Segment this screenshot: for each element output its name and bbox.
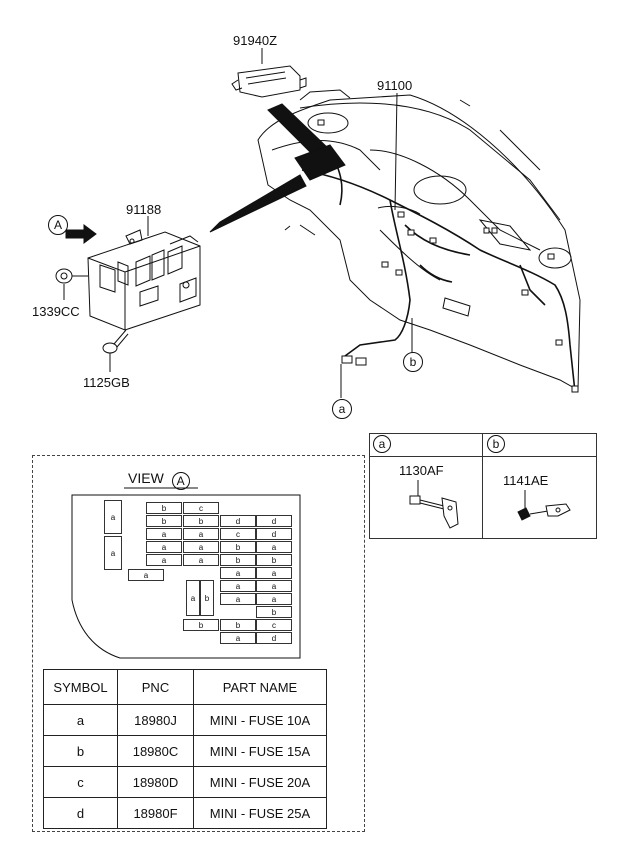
fuse-cell: d [256, 632, 292, 644]
view-title: VIEW A [128, 470, 190, 490]
view-a-panel [32, 455, 365, 832]
table-cell-part-name: MINI - FUSE 25A [193, 797, 327, 829]
detail-part-1141ae: 1141AE [503, 473, 549, 488]
table-header-symbol: SYMBOL [43, 669, 118, 705]
fuse-cell: a [256, 580, 292, 592]
fuse-cell: b [220, 619, 256, 631]
table-cell-part-name: MINI - FUSE 20A [193, 766, 327, 798]
sensor-module-icon [231, 65, 307, 98]
fuse-cell: a [146, 541, 182, 553]
junction-box-icon [87, 229, 201, 331]
table-cell-pnc: 18980C [117, 735, 194, 767]
table-cell-symbol: a [43, 704, 118, 736]
fuse-cell: a [183, 554, 219, 566]
bolt-icon [102, 329, 129, 354]
fuse-cell: a [220, 580, 256, 592]
nut-icon [55, 268, 88, 284]
fuse-cell: d [256, 528, 292, 540]
fuse-cell-tall: a [104, 500, 122, 534]
fuse-parts-table: SYMBOL PNC PART NAME a 18980J MINI - FUS… [43, 669, 327, 829]
detail-symbol-b: b [487, 435, 505, 453]
fuse-cell: b [256, 554, 292, 566]
fuse-cell: a [146, 554, 182, 566]
connector-marker-b: b [403, 352, 423, 372]
fuse-cell: b [220, 541, 256, 553]
table-header-row: SYMBOL PNC PART NAME [43, 669, 327, 705]
fuse-cell: b [183, 515, 219, 527]
fuse-cell: b [146, 502, 182, 514]
view-title-marker: A [171, 472, 190, 490]
detail-illustrations [409, 480, 571, 529]
fuse-cell: a [220, 632, 256, 644]
detail-symbol-a: a [373, 435, 391, 453]
callout-1125gb: 1125GB [83, 375, 130, 390]
harness-tape-icon [209, 174, 307, 233]
fuse-cell: a [183, 528, 219, 540]
table-cell-part-name: MINI - FUSE 15A [193, 735, 327, 767]
table-cell-part-name: MINI - FUSE 10A [193, 704, 327, 736]
connector-marker-a: a [332, 399, 352, 419]
table-cell-pnc: 18980F [117, 797, 194, 829]
fuse-cell: a [256, 541, 292, 553]
fuse-cell: a [256, 567, 292, 579]
table-row: c 18980D MINI - FUSE 20A [43, 766, 327, 798]
fuse-cell: a [183, 541, 219, 553]
fuse-cell: d [220, 515, 256, 527]
table-cell-pnc: 18980J [117, 704, 194, 736]
callout-91188: 91188 [126, 202, 162, 217]
harness-tape-icon [294, 144, 346, 181]
table-cell-pnc: 18980D [117, 766, 194, 798]
fuse-cell: c [220, 528, 256, 540]
harness-connector-icons [317, 119, 579, 393]
callout-91940z: 91940Z [233, 33, 278, 48]
table-header-part-name: PART NAME [193, 669, 327, 705]
table-row: a 18980J MINI - FUSE 10A [43, 704, 327, 736]
table-cell-symbol: d [43, 797, 118, 829]
view-marker-a: A [48, 215, 68, 235]
fuse-cell: b [183, 619, 219, 631]
table-cell-symbol: c [43, 766, 118, 798]
fuse-cell: c [256, 619, 292, 631]
fuse-cell: b [256, 606, 292, 618]
fuse-cell: a [146, 528, 182, 540]
fuse-cell-tall: a [104, 536, 122, 570]
view-direction-arrow-icon [65, 224, 97, 244]
detail-part-1130af: 1130AF [399, 463, 444, 478]
fuse-cell: a [220, 567, 256, 579]
fuse-cell-tall: b [200, 580, 214, 616]
callout-91100: 91100 [377, 78, 413, 93]
dashboard-harness-illustration [55, 48, 581, 398]
bolt-1130af-icon [409, 480, 459, 529]
table-header-pnc: PNC [117, 669, 194, 705]
fuse-cell: b [220, 554, 256, 566]
fuse-cell: a [220, 593, 256, 605]
view-title-text: VIEW [128, 470, 164, 486]
fuse-cell: d [256, 515, 292, 527]
fuse-cell: c [183, 502, 219, 514]
table-row: d 18980F MINI - FUSE 25A [43, 797, 327, 829]
table-row: b 18980C MINI - FUSE 15A [43, 735, 327, 767]
bolt-1141ae-icon [517, 490, 571, 521]
fuse-cell: a [128, 569, 164, 581]
detail-box: a b 1130AF 1141AE [369, 433, 597, 539]
wiring-harness-icon [301, 149, 576, 393]
fuse-cell: a [256, 593, 292, 605]
table-cell-symbol: b [43, 735, 118, 767]
fuse-cell: b [146, 515, 182, 527]
callout-1339cc: 1339CC [32, 304, 80, 319]
fuse-cell-tall: a [186, 580, 200, 616]
